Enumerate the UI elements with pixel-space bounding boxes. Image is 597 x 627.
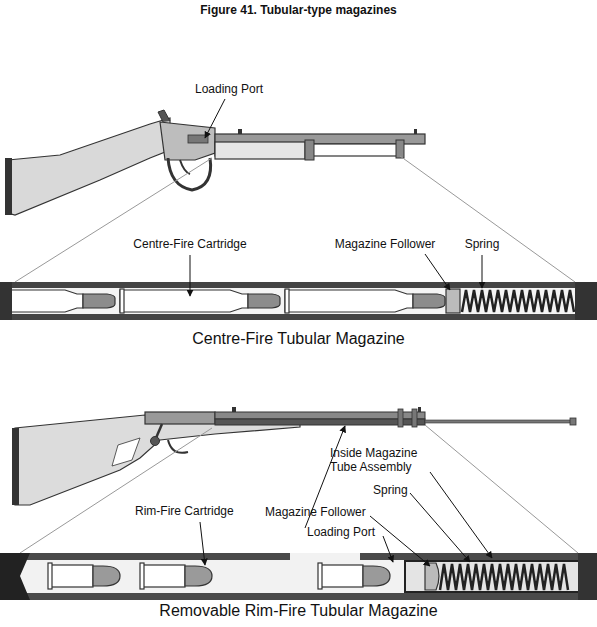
leader-line: [200, 522, 205, 565]
lever-action-rifle: [5, 110, 425, 215]
tube-end: [0, 553, 30, 600]
leader-line: [383, 536, 393, 562]
spring: [440, 564, 568, 590]
centre-fire-magazine-section: [0, 282, 597, 320]
inside-tube-assembly: [405, 561, 590, 592]
centre-fire-cartridge: [0, 289, 115, 313]
part-label: Magazine Follower: [325, 238, 445, 252]
tube-bore: [8, 560, 597, 593]
rifle-stock: [15, 415, 300, 505]
front-sight: [414, 129, 417, 134]
zoom-line: [15, 158, 212, 282]
receiver: [160, 122, 215, 160]
part-label: Centre-Fire Cartridge: [120, 238, 260, 252]
section-caption: Removable Rim-Fire Tubular Magazine: [0, 602, 597, 620]
part-label: Rim-Fire Cartridge: [135, 505, 260, 519]
zoom-line: [425, 425, 578, 553]
barrel-band: [305, 140, 314, 160]
zoom-line: [400, 156, 575, 282]
butt-plate: [5, 158, 12, 215]
trigger: [180, 160, 190, 174]
hammer: [158, 110, 170, 122]
part-label: Magazine Follower: [265, 506, 390, 520]
leader-line: [370, 516, 430, 566]
rim-fire-cartridge: [318, 563, 390, 589]
leader-line: [410, 493, 470, 562]
rim-fire-cartridge: [140, 563, 212, 589]
magazine-follower: [446, 289, 460, 313]
forend: [215, 142, 305, 159]
rear-sight: [238, 129, 242, 134]
leader-line: [190, 255, 191, 296]
bolt-handle: [156, 424, 162, 438]
loading-port-opening: [290, 553, 360, 561]
trigger-guard: [168, 440, 188, 453]
centre-fire-cartridge: [285, 289, 445, 313]
part-label: Spring: [457, 238, 507, 252]
figure-title: Figure 41. Tubular-type magazines: [0, 4, 597, 18]
leader-line: [430, 472, 492, 558]
checkering: [112, 438, 140, 466]
part-label: Inside Magazine Tube Assembly: [330, 447, 430, 475]
rim-fire-magazine-section: [0, 553, 597, 600]
centre-fire-cartridge: [120, 289, 280, 313]
rim-fire-cartridge: [48, 563, 120, 589]
leader-line: [205, 99, 225, 138]
butt-plate: [12, 428, 19, 505]
spring: [462, 290, 574, 312]
front-sight: [418, 407, 421, 412]
tube-end: [0, 282, 12, 320]
leader-line: [425, 254, 450, 290]
tube-wall: [0, 553, 597, 600]
tube-knob: [570, 418, 576, 425]
part-label: Spring: [373, 484, 423, 498]
magazine-follower: [425, 563, 439, 590]
bolt-knob: [151, 437, 160, 446]
bolt-action-rifle: [12, 407, 576, 505]
inner-magazine-tube: [425, 420, 572, 423]
section-caption: Centre-Fire Tubular Magazine: [0, 330, 597, 348]
part-label: Loading Port: [195, 83, 305, 97]
barrel-band: [412, 409, 417, 427]
tube-cap: [575, 282, 597, 320]
barrel-band: [396, 140, 404, 158]
zoom-line: [20, 428, 212, 553]
receiver: [145, 412, 215, 424]
loading-gate: [188, 135, 208, 143]
magazine-tube: [215, 419, 425, 425]
rear-sight: [232, 407, 236, 412]
leader-line: [482, 255, 483, 288]
tube-cap: [578, 553, 597, 600]
rifle-stock: [8, 118, 170, 215]
barrel: [215, 412, 425, 419]
barrel-band: [398, 409, 403, 427]
part-label: Loading Port: [307, 526, 417, 540]
